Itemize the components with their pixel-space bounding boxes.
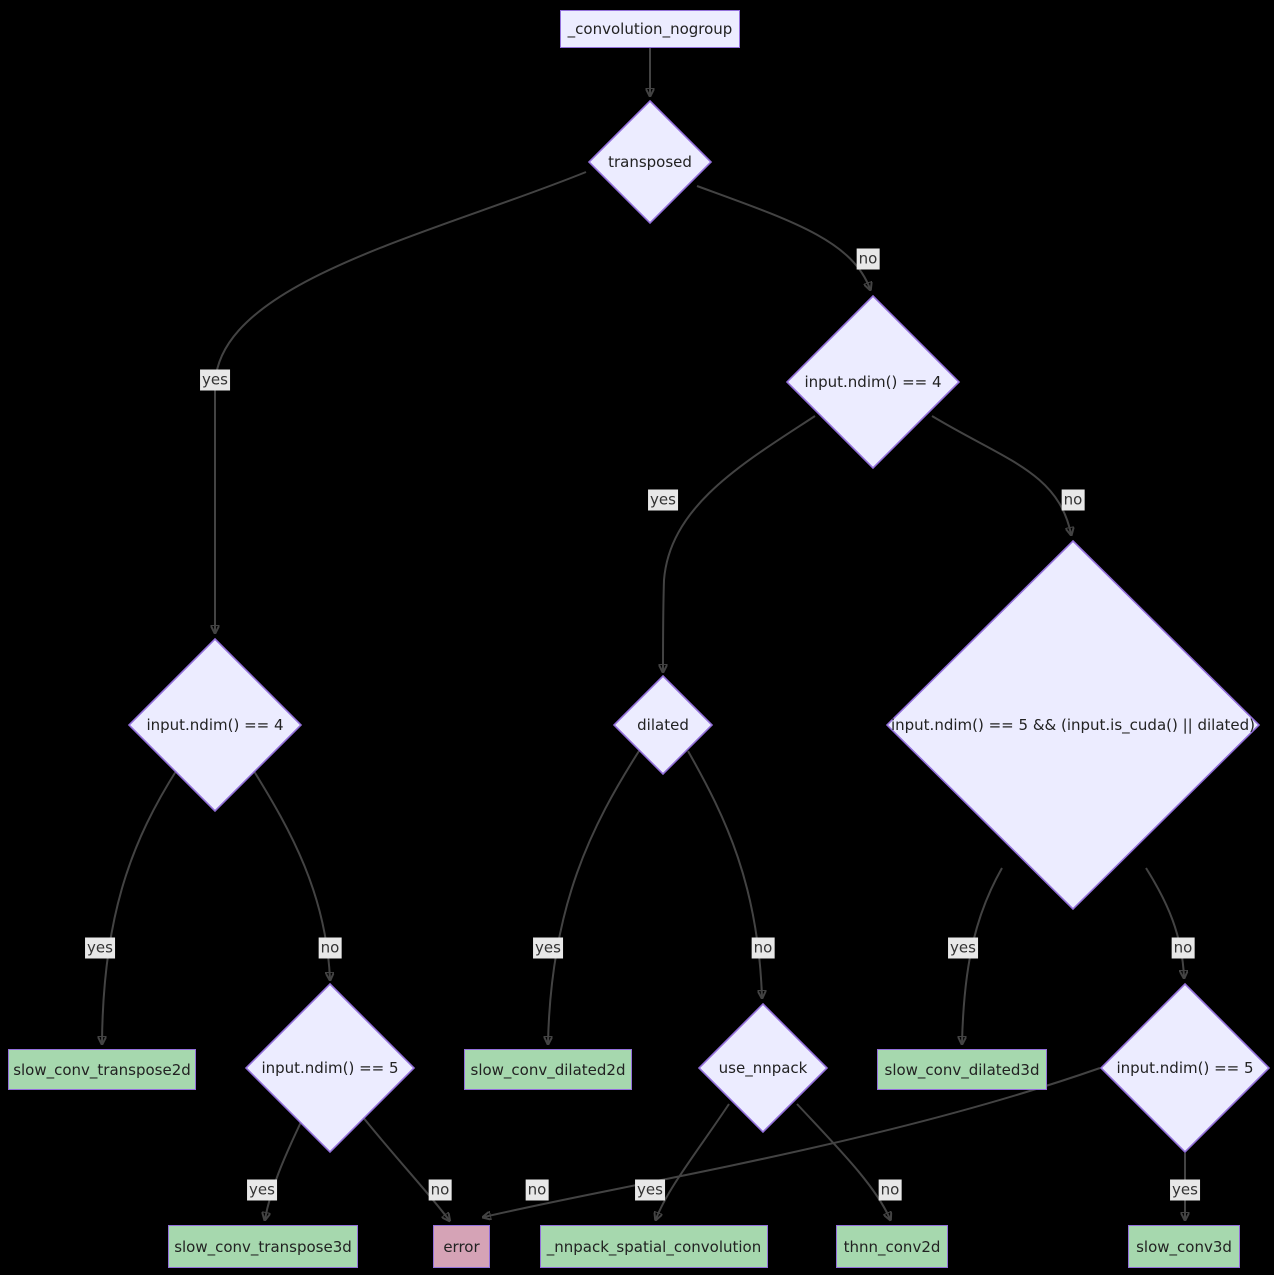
edge-dilated-yes xyxy=(548,750,640,1043)
node-dilated: dilated xyxy=(612,674,714,776)
edge-label-dilated-no: no xyxy=(751,937,775,959)
node-label: dilated xyxy=(637,716,689,734)
edge-usennpack-yes xyxy=(656,1103,730,1219)
edge-label-usennpack-yes: yes xyxy=(635,1179,665,1201)
node-input-ndim-4-right: input.ndim() == 4 xyxy=(785,294,961,470)
node-label: input.ndim() == 5 && (input.is_cuda() ||… xyxy=(890,716,1256,734)
edge-label-bigcond-yes: yes xyxy=(948,937,978,959)
node-label: input.ndim() == 5 xyxy=(1116,1059,1254,1077)
edge-ndim5right-no xyxy=(484,1067,1101,1217)
edge-label-ndim5left-no: no xyxy=(428,1179,452,1201)
edge-ndim4right-no xyxy=(931,415,1071,534)
node-ndim5-and-cuda-or-dilated: input.ndim() == 5 && (input.is_cuda() ||… xyxy=(885,539,1261,911)
edge-transposed-no xyxy=(696,185,870,289)
edge-label-bigcond-no: no xyxy=(1171,937,1195,959)
edge-ndim5left-yes xyxy=(265,1121,302,1219)
node-label: _convolution_nogroup xyxy=(567,20,733,38)
edge-label-usennpack-no: no xyxy=(878,1179,902,1201)
edge-label-ndim5right-no: no xyxy=(525,1179,549,1201)
edge-transposed-yes xyxy=(215,171,587,632)
node-slow-conv3d: slow_conv3d xyxy=(1128,1225,1240,1268)
edge-label-transposed-yes: yes xyxy=(200,369,230,391)
node-slow-conv-transpose3d: slow_conv_transpose3d xyxy=(168,1225,358,1268)
node-input-ndim-4-left: input.ndim() == 4 xyxy=(127,637,303,813)
node-label: slow_conv_transpose3d xyxy=(174,1237,352,1256)
node-input-ndim-5-right: input.ndim() == 5 xyxy=(1099,982,1271,1154)
node-nnpack-spatial-convolution: _nnpack_spatial_convolution xyxy=(540,1225,768,1268)
node-transposed: transposed xyxy=(587,99,713,225)
edge-dilated-no xyxy=(687,750,762,997)
node-label: input.ndim() == 4 xyxy=(804,373,942,391)
node-label: slow_conv3d xyxy=(1136,1237,1232,1256)
node-label: input.ndim() == 4 xyxy=(146,716,284,734)
node-label: _nnpack_spatial_convolution xyxy=(546,1237,762,1256)
node-label: error xyxy=(443,1237,480,1256)
node-error: error xyxy=(433,1225,490,1268)
node-label: thnn_conv2d xyxy=(843,1237,941,1256)
node-label: slow_conv_dilated2d xyxy=(470,1060,626,1079)
edge-label-ndim4left-yes: yes xyxy=(85,937,115,959)
node-thnn-conv2d: thnn_conv2d xyxy=(836,1225,948,1268)
edge-label-ndim5right-yes: yes xyxy=(1170,1179,1200,1201)
edge-label-ndim5left-yes: yes xyxy=(247,1179,277,1201)
edge-label-ndim4right-no: no xyxy=(1061,489,1085,511)
node-label: slow_conv_dilated3d xyxy=(884,1060,1040,1079)
node-label: transposed xyxy=(608,153,692,171)
node-convolution-nogroup: _convolution_nogroup xyxy=(560,10,740,48)
node-slow-conv-dilated3d: slow_conv_dilated3d xyxy=(877,1049,1047,1090)
node-label: use_nnpack xyxy=(718,1059,808,1077)
edge-label-ndim4left-no: no xyxy=(318,937,342,959)
node-label: input.ndim() == 5 xyxy=(261,1059,399,1077)
edge-label-ndim4right-yes: yes xyxy=(648,489,678,511)
edge-ndim4left-yes xyxy=(102,767,179,1043)
node-slow-conv-dilated2d: slow_conv_dilated2d xyxy=(464,1049,632,1090)
node-label: slow_conv_transpose2d xyxy=(13,1060,191,1079)
node-use-nnpack: use_nnpack xyxy=(697,1002,829,1134)
edge-bigcond-no xyxy=(1145,867,1184,977)
edge-ndim5left-no xyxy=(361,1115,449,1220)
edge-usennpack-no xyxy=(796,1103,890,1219)
node-input-ndim-5-left: input.ndim() == 5 xyxy=(244,982,416,1154)
edge-ndim4right-yes xyxy=(663,415,816,671)
edge-label-dilated-yes: yes xyxy=(533,937,563,959)
edge-label-transposed-no: no xyxy=(856,248,880,270)
node-slow-conv-transpose2d: slow_conv_transpose2d xyxy=(8,1049,196,1090)
